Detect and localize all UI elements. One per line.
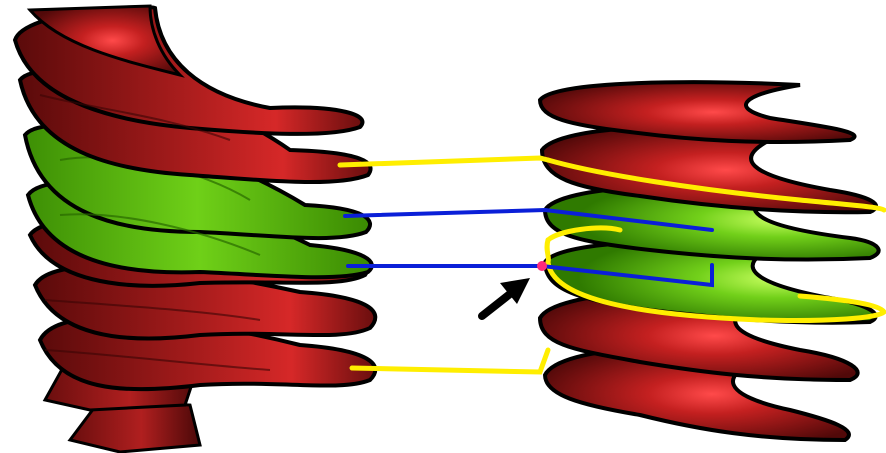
correspondence-lines bbox=[337, 155, 714, 375]
left-helix-green-shading-2 bbox=[59, 213, 261, 256]
right-helix-coil-1 bbox=[537, 80, 857, 144]
yellow-connector-top bbox=[337, 155, 551, 168]
right-helix-model bbox=[537, 80, 886, 443]
blue-connector-upper bbox=[343, 207, 714, 232]
left-helix-top-cap bbox=[26, 4, 185, 78]
left-helix-model bbox=[12, 4, 378, 453]
blue-connector-lower bbox=[346, 263, 714, 288]
right-helix-yellow-boundary-2 bbox=[544, 237, 551, 265]
left-helix-red-shading bbox=[39, 94, 271, 371]
right-helix-yellow-boundary bbox=[545, 157, 886, 324]
arrow-icon bbox=[478, 278, 530, 320]
marker-point bbox=[537, 261, 547, 271]
yellow-connector-bottom bbox=[349, 347, 551, 375]
